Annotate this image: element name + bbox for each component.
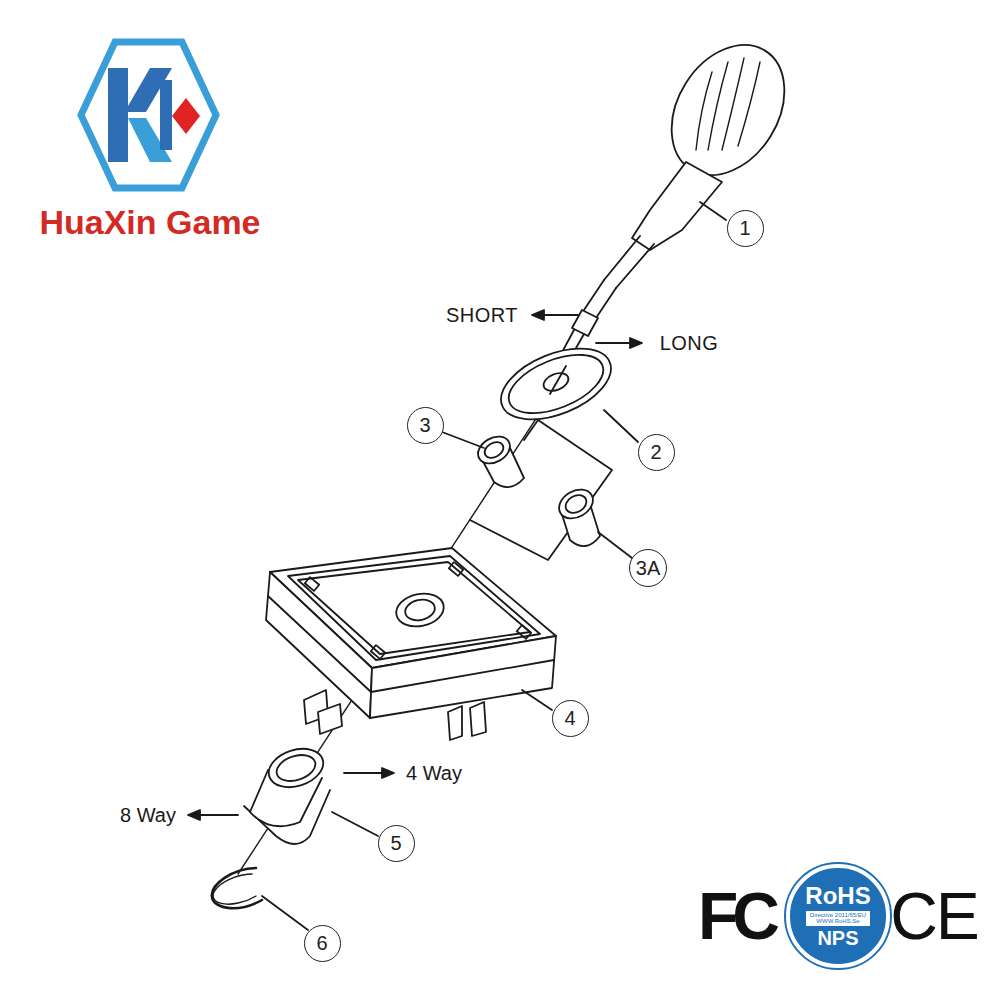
- callout-text: 4: [564, 707, 575, 730]
- callout-text: 3: [419, 414, 430, 437]
- callout-number: 1: [727, 210, 764, 247]
- callout-text: 1: [739, 217, 750, 240]
- callout-text: 2: [650, 441, 661, 464]
- callout-number: 6: [304, 925, 341, 962]
- callout-number: 2: [638, 434, 675, 471]
- badge-text: Directive 2011/65/EU WWW.RoHS.Se: [806, 911, 870, 926]
- rohs-badge: RoHS Directive 2011/65/EU WWW.RoHS.SeNPS: [786, 864, 889, 967]
- mode-label: 4 Way: [406, 763, 462, 783]
- badge-text: RoHS: [805, 883, 870, 909]
- mode-label: 8 Way: [120, 805, 176, 825]
- callout-text: 3A: [636, 557, 660, 580]
- length-label: SHORT: [446, 305, 518, 325]
- callout-number: 3: [407, 407, 444, 444]
- ce-mark: CE: [890, 883, 978, 949]
- callout-text: 5: [390, 832, 401, 855]
- callout-number: 5: [378, 825, 415, 862]
- logo-mark: [81, 42, 216, 188]
- length-label: LONG: [660, 333, 719, 353]
- callout-text: 6: [316, 932, 327, 955]
- fcc-mark: FC: [698, 883, 774, 949]
- callout-number: 3A: [629, 549, 667, 587]
- callout-number: 4: [552, 700, 589, 737]
- badge-text: NPS: [817, 927, 858, 949]
- brand-name: HuaXin Game: [39, 205, 260, 239]
